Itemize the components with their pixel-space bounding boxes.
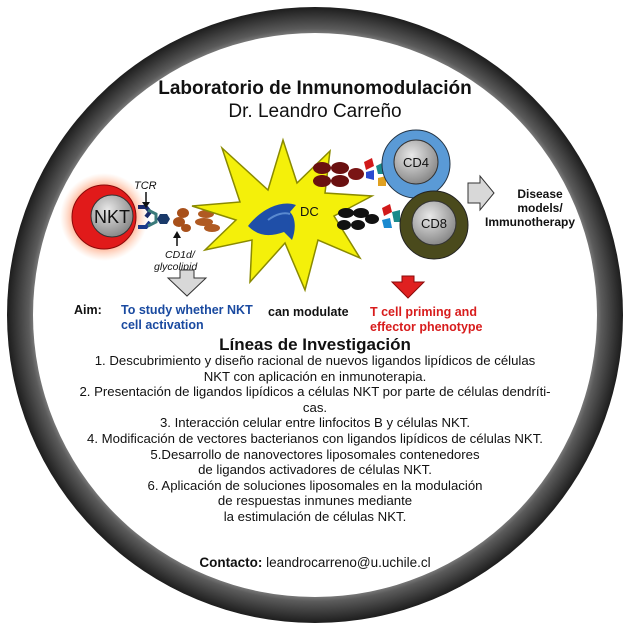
cd4-cell: CD4 xyxy=(381,129,451,199)
mhc-ii-complex xyxy=(313,162,364,187)
research-line: NKT con aplicación en inmunoterapia. xyxy=(203,368,427,384)
cd4-receptor xyxy=(364,158,386,186)
research-line: 1. Descubrimiento y diseño racional de n… xyxy=(94,353,536,368)
cd8-receptor xyxy=(382,204,400,228)
research-line: de ligandos activadores de células NKT. xyxy=(198,462,432,478)
research-line: 3. Interacción celular entre linfocitos … xyxy=(159,415,471,431)
aim-down-arrow xyxy=(166,269,208,297)
cd4-label: CD4 xyxy=(403,155,429,170)
priming-line2: effector phenotype xyxy=(370,320,483,334)
research-line: 6. Aplicación de soluciones liposomales … xyxy=(147,477,483,493)
research-line: la estimulación de células NKT. xyxy=(223,508,407,524)
contact-label: Contacto: xyxy=(199,555,263,570)
dc-label: DC xyxy=(300,204,319,219)
aim-line1: To study whether NKT xyxy=(121,303,253,317)
lab-title: Laboratorio de Inmunomodulación xyxy=(158,78,472,99)
modulate-label: can modulate xyxy=(268,305,349,319)
cd1d-label-line1: CD1d/ xyxy=(165,249,196,261)
research-lines-list: 1. Descubrimiento y diseño racional de n… xyxy=(70,353,560,525)
research-heading: Líneas de Investigación xyxy=(219,335,411,354)
research-line: cas. xyxy=(302,399,328,415)
tcr-receptor xyxy=(138,205,170,229)
badge-ring xyxy=(7,7,623,623)
outcome-arrow xyxy=(467,174,495,212)
outcome-line1: Disease xyxy=(517,187,563,201)
aim-label: Aim: xyxy=(74,303,102,317)
research-line: 2. Presentación de ligandos lipídicos a … xyxy=(79,384,551,400)
priming-down-arrow xyxy=(390,275,426,299)
aim-line2: cell activation xyxy=(121,318,204,332)
research-line: de respuestas inmunes mediante xyxy=(217,493,413,509)
mhc-i-complex xyxy=(337,208,379,230)
cd8-label: CD8 xyxy=(421,216,447,231)
outcome-line3: Immunotherapy xyxy=(485,215,575,229)
lab-director: Dr. Leandro Carreño xyxy=(228,101,402,122)
nkt-label: NKT xyxy=(94,207,130,227)
research-line: 5.Desarrollo de nanovectores liposomales… xyxy=(150,446,480,462)
research-line: 4. Modificación de vectores bacterianos … xyxy=(87,430,543,446)
outcome-line2: models/ xyxy=(517,201,563,215)
contact-email[interactable]: leandrocarreno@u.uchile.cl xyxy=(266,555,431,570)
priming-line1: T cell priming and xyxy=(370,305,477,319)
tcr-label: TCR xyxy=(134,180,157,192)
dendritic-cell: DC xyxy=(191,137,375,293)
cd8-cell: CD8 xyxy=(399,190,469,260)
nkt-cell: NKT xyxy=(60,173,148,261)
contact-line: Contacto: leandrocarreno@u.uchile.cl xyxy=(0,555,630,570)
